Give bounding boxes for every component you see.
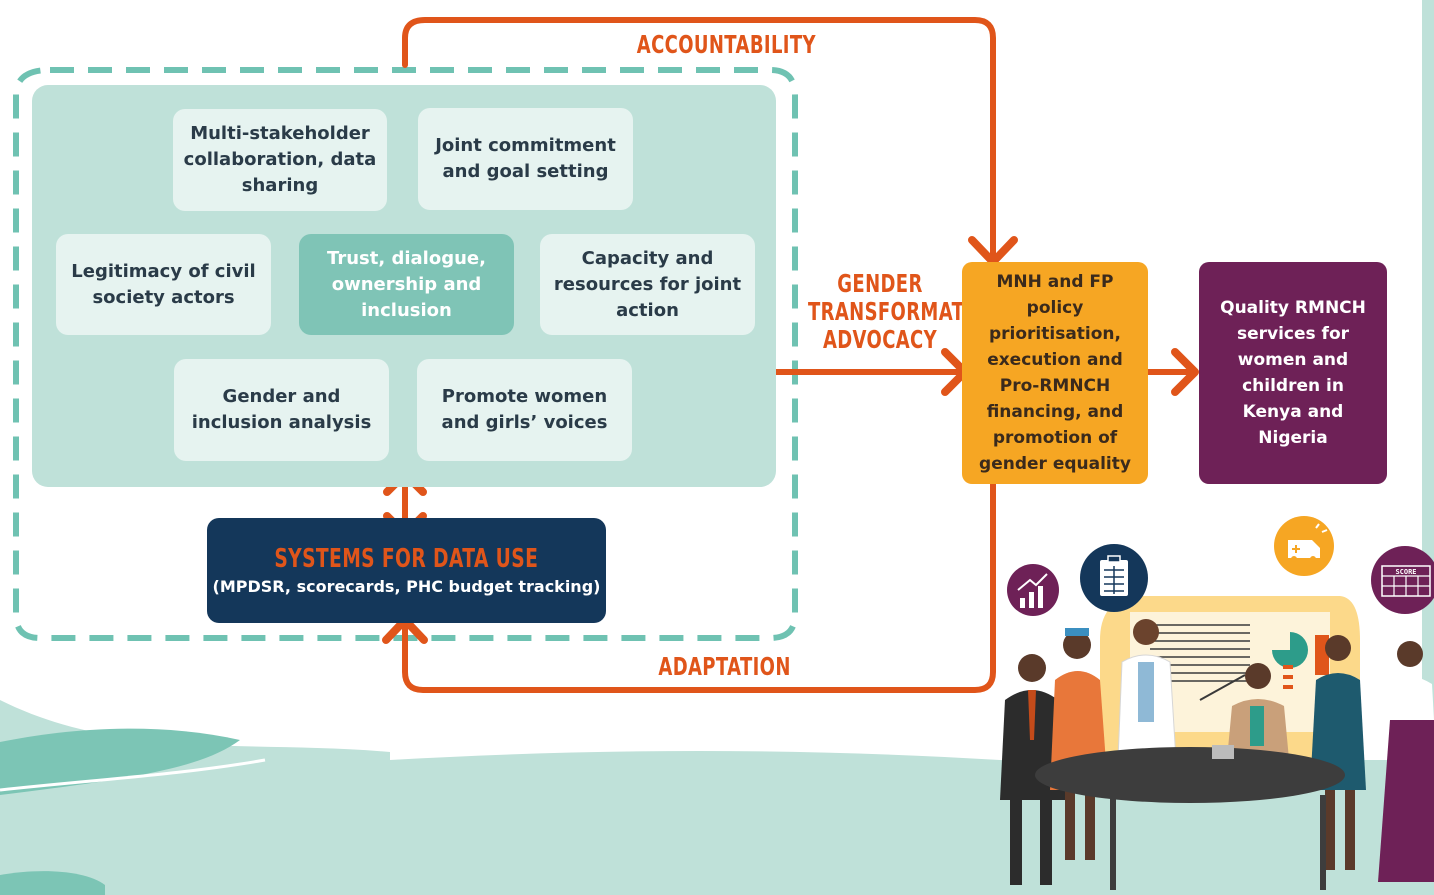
screen-bar-3	[1283, 675, 1293, 679]
label-gender-line1: GENDER	[837, 269, 923, 298]
box-quality-rmnch: Quality RMNCH services for women and chi…	[1199, 262, 1387, 484]
box-multi-stakeholder: Multi-stakeholder collaboration, data sh…	[173, 109, 387, 211]
bottom-wave-dark-1	[0, 728, 240, 795]
box-trust-dialogue: Trust, dialogue, ownership and inclusion	[299, 234, 514, 335]
table-leg-2	[1320, 795, 1326, 890]
box-legitimacy: Legitimacy of civil society actors	[56, 234, 271, 335]
scorecard-icon-text: SCORE	[1395, 568, 1416, 576]
label-accountability: ACCOUNTABILITY	[636, 30, 816, 59]
systems-title: SYSTEMS FOR DATA USE	[274, 543, 539, 574]
right-edge-strip	[1422, 0, 1434, 895]
screen-bar-2	[1283, 665, 1293, 669]
box-gender-analysis: Gender and inclusion analysis	[174, 359, 389, 461]
box-capacity: Capacity and resources for joint action	[540, 234, 755, 335]
adaptation-arrow	[402, 481, 996, 693]
label-gender-line3: ADVOCACY	[822, 325, 938, 354]
accountability-arrow	[402, 17, 996, 258]
person-woman-purple	[1378, 641, 1434, 882]
tablet	[1212, 745, 1234, 759]
box-mnh-fp-policy: MNH and FP policy prioritisation, execut…	[962, 262, 1148, 484]
ambulance-icon	[1274, 516, 1334, 576]
table-leg-1	[1110, 795, 1116, 890]
bottom-wave-line	[0, 758, 266, 792]
bottom-wave	[0, 700, 1434, 895]
systems-box: SYSTEMS FOR DATA USE (MPDSR, scorecards,…	[207, 518, 606, 623]
screen-pie	[1272, 632, 1308, 668]
bottom-wave-dark-2	[0, 871, 105, 895]
outcome-arrowhead	[1171, 348, 1199, 396]
systems-subtitle: (MPDSR, scorecards, PHC budget tracking)	[212, 576, 601, 596]
box-joint-commitment: Joint commitment and goal setting	[418, 108, 633, 210]
meeting-illustration	[1000, 596, 1434, 890]
box-women-voices: Promote women and girls’ voices	[417, 359, 632, 461]
scorecard-icon: SCORE	[1371, 546, 1434, 614]
meeting-table	[1035, 747, 1345, 803]
person-doctor	[1117, 619, 1246, 761]
screen-bar-4	[1283, 685, 1293, 689]
label-adaptation: ADAPTATION	[658, 652, 791, 681]
screen-bar-1	[1315, 635, 1329, 675]
person-woman-teal	[1310, 635, 1366, 870]
chart-icon	[1007, 564, 1059, 616]
clipboard-icon	[1080, 544, 1148, 612]
label-gender-advocacy: GENDER TRANSFORMATIVE ADVOCACY	[780, 269, 999, 354]
label-gender-line2: TRANSFORMATIVE	[808, 297, 999, 326]
